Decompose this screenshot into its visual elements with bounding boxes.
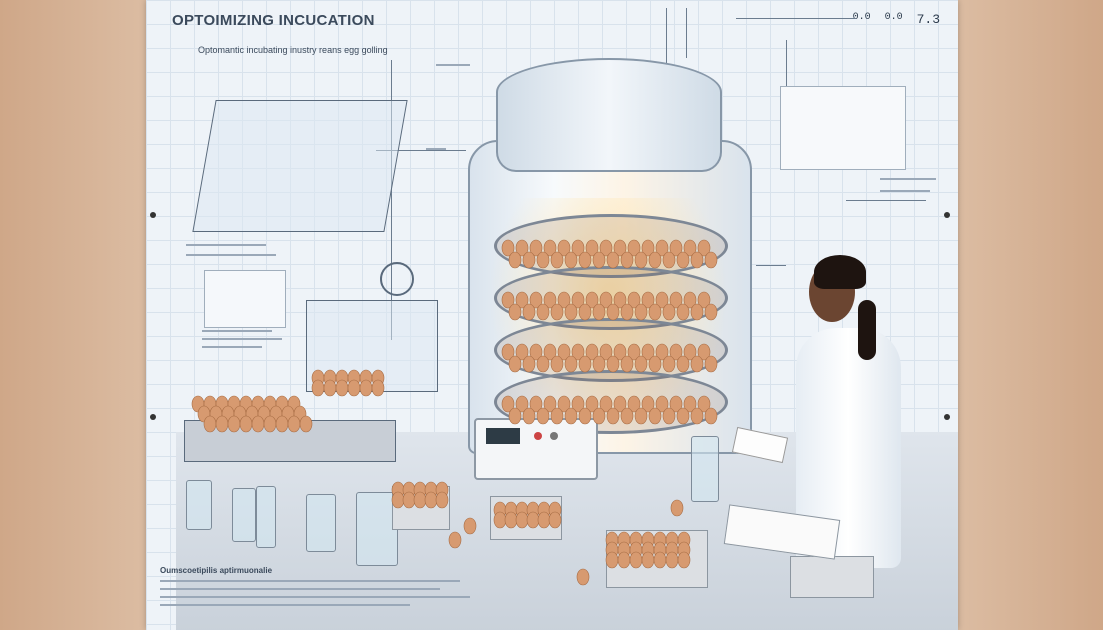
poster-subtitle: Optomantic incubating inustry reans egg … [198, 45, 388, 55]
flask-icon [306, 494, 336, 552]
scientist-hair [814, 255, 866, 289]
readout-3: 7.3 [916, 12, 940, 27]
egg-carton [790, 556, 874, 598]
flask-icon [186, 480, 212, 530]
wall-left [0, 0, 150, 630]
mini-rack [306, 300, 438, 392]
control-panel [474, 418, 598, 480]
wall-right [953, 0, 1103, 630]
egg-carton [392, 486, 450, 530]
egg-rack [184, 420, 396, 462]
tools-inset [204, 270, 286, 328]
pin-icon [944, 414, 950, 420]
blueprint-inset [780, 86, 906, 170]
flask-icon [691, 436, 719, 502]
egg-carton [490, 496, 562, 540]
pin-icon [150, 212, 156, 218]
pin-icon [944, 212, 950, 218]
flask-icon [256, 486, 276, 548]
temperature-display [486, 428, 520, 444]
incubator-lid [496, 58, 722, 172]
pin-icon [150, 414, 156, 420]
flask-icon [232, 488, 256, 542]
rack-diagram [192, 100, 408, 232]
power-button [534, 432, 542, 440]
mode-button [550, 432, 558, 440]
readout-2: 0.0 [884, 12, 903, 23]
scientist-ponytail [858, 300, 876, 360]
gear-icon [380, 262, 414, 296]
egg-carton [606, 530, 708, 588]
readout-1: 0.0 [852, 12, 871, 23]
caption-heading: Oumscoetipilis aptirmuonalie [160, 566, 273, 575]
poster-sheet: OPTOIMIZING INCUCATION Optomantic incuba… [146, 0, 958, 630]
poster-title: OPTOIMIZING INCUCATION [172, 12, 375, 29]
top-readouts: 0.0 0.0 7.3 [853, 12, 940, 27]
